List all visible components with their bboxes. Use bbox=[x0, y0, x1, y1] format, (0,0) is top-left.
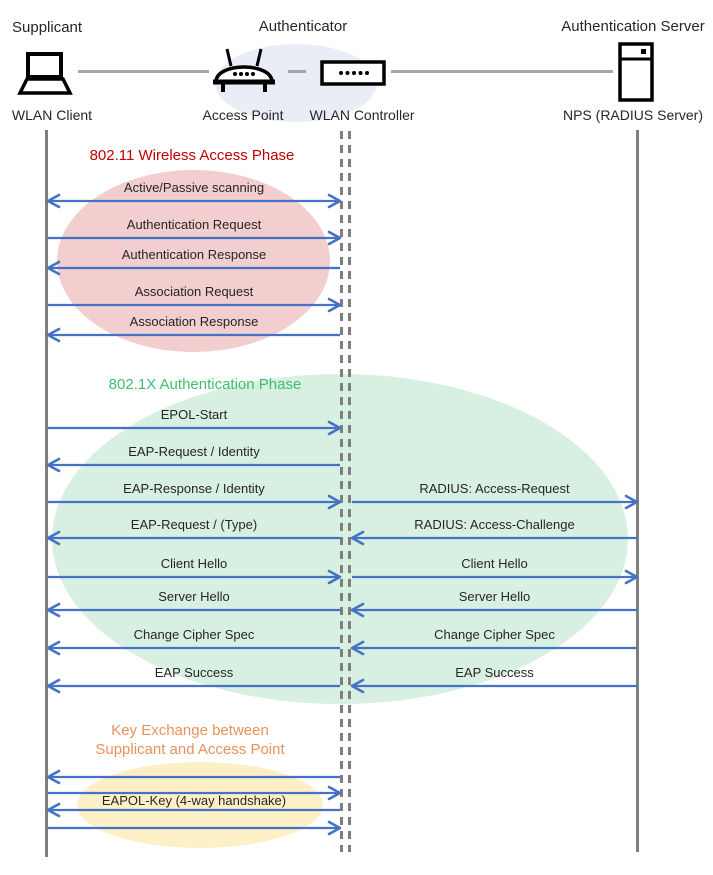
message-label: Server Hello bbox=[458, 589, 531, 604]
link-client-ap bbox=[78, 70, 209, 73]
lifeline-controller-right bbox=[348, 131, 351, 852]
role-authenticator: Authenticator bbox=[258, 18, 348, 35]
message-label: Server Hello bbox=[158, 589, 230, 604]
access-point-icon bbox=[211, 46, 277, 96]
message-label: EPOL-Start bbox=[160, 407, 228, 422]
lifeline-controller-left bbox=[340, 131, 343, 852]
device-wlan-client: WLAN Client bbox=[11, 107, 93, 123]
message-label: Authentication Response bbox=[121, 247, 267, 262]
message-label: Association Request bbox=[134, 284, 254, 299]
message-label: Client Hello bbox=[461, 556, 528, 571]
phase-key-exchange-title-line1: Key Exchange between bbox=[111, 722, 269, 739]
message-label: Association Response bbox=[129, 314, 259, 329]
phase-802-11-title: 802.11 Wireless Access Phase bbox=[89, 147, 295, 164]
device-nps-radius-server: NPS (RADIUS Server) bbox=[562, 107, 704, 123]
phase-key-exchange-title: Key Exchange between Supplicant and Acce… bbox=[70, 721, 310, 759]
lifeline-wlan-client bbox=[45, 130, 48, 857]
device-access-point: Access Point bbox=[202, 107, 284, 123]
message-label: RADIUS: Access-Challenge bbox=[414, 517, 575, 532]
role-authentication-server: Authentication Server bbox=[561, 18, 705, 35]
message-label: EAPOL-Key (4-way handshake) bbox=[101, 793, 287, 808]
device-wlan-controller: WLAN Controller bbox=[309, 107, 415, 123]
role-supplicant: Supplicant bbox=[12, 19, 83, 36]
link-controller-server bbox=[391, 70, 613, 73]
server-icon bbox=[617, 42, 655, 102]
lifeline-radius-server bbox=[636, 130, 639, 852]
message-label: EAP Success bbox=[455, 665, 534, 680]
phase-key-exchange-title-line2: Supplicant and Access Point bbox=[95, 741, 285, 758]
message-label: EAP-Request / (Type) bbox=[130, 517, 258, 532]
message-label: EAP Success bbox=[154, 665, 234, 680]
wlan-controller-icon bbox=[320, 60, 386, 86]
message-label: Active/Passive scanning bbox=[123, 180, 265, 195]
message-label: EAP-Response / Identity bbox=[123, 481, 265, 496]
laptop-icon bbox=[14, 52, 76, 98]
message-label: RADIUS: Access-Request bbox=[419, 481, 570, 496]
message-label: Change Cipher Spec bbox=[133, 627, 255, 642]
message-label: EAP-Request / Identity bbox=[128, 444, 260, 459]
message-label: Change Cipher Spec bbox=[434, 627, 555, 642]
phase-802-1x-title: 802.1X Authentication Phase bbox=[108, 376, 302, 393]
message-label: Authentication Request bbox=[126, 217, 262, 232]
message-label: Client Hello bbox=[160, 556, 228, 571]
link-ap-controller bbox=[288, 70, 306, 73]
